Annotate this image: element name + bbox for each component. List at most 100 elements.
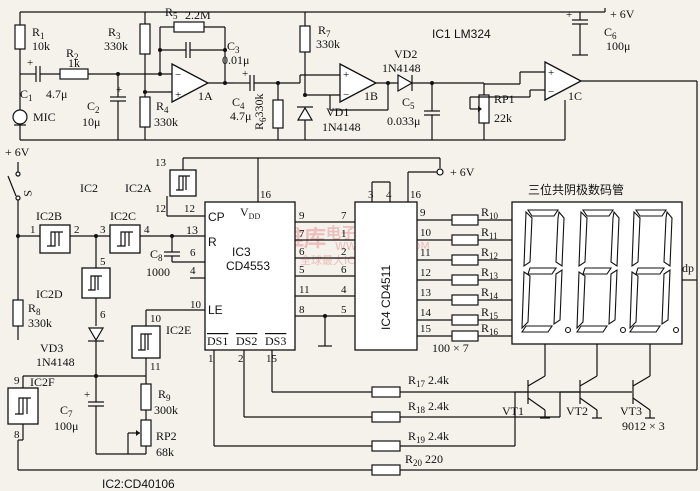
r3-value: 330k [104, 39, 128, 53]
diode-vd1 [296, 106, 314, 140]
r18-label: R18 2.4k [408, 399, 449, 415]
svg-text:16: 16 [410, 189, 422, 201]
supply-top-label: + 6V [610, 7, 635, 21]
vd2-type: 1N4148 [382, 61, 421, 75]
svg-text:2: 2 [74, 224, 80, 236]
svg-text:13: 13 [186, 223, 198, 237]
r3-label: R3 [108, 25, 121, 41]
resistor-r17 [271, 350, 632, 398]
svg-text:14: 14 [420, 307, 432, 319]
r-array-label: 100 × 7 [432, 341, 469, 355]
c3-label: C3 [227, 39, 240, 55]
display-title: 三位共阴极数码管 [528, 182, 624, 197]
svg-text:R12: R12 [481, 245, 498, 261]
ic3-cd4553 [204, 201, 296, 351]
opamp-1b-label: 1B [364, 89, 378, 103]
resistor-r18 [243, 350, 580, 423]
svg-text:R13: R13 [481, 265, 499, 281]
r1-label: R1 [32, 25, 45, 41]
rp2-label: RP2 [156, 429, 177, 443]
r9-value: 300k [154, 403, 178, 417]
svg-text:+: + [566, 9, 572, 21]
svg-text:1: 1 [208, 353, 214, 365]
svg-text:12: 12 [155, 203, 166, 215]
svg-text:2: 2 [341, 246, 347, 258]
ic2e-label: IC2E [166, 323, 191, 337]
ic2c-label: IC2C [110, 209, 136, 223]
capacitor-c3 [160, 42, 225, 58]
r7-value: 330k [316, 37, 340, 51]
ic3-r: R [208, 235, 217, 249]
r4-label: R4 [156, 99, 169, 115]
r4-value: 330k [154, 115, 178, 129]
svg-text:9: 9 [420, 207, 426, 219]
svg-text:+: + [242, 68, 248, 80]
vt3-label: VT3 [620, 404, 642, 418]
svg-text:7: 7 [299, 228, 305, 240]
r6-label: R6330k [252, 93, 268, 130]
resistor-r9 [140, 383, 152, 420]
svg-text:−: − [175, 69, 181, 81]
r2-value: 1k [68, 56, 80, 70]
dp-label: dp [682, 261, 694, 275]
seven-segment-display [511, 201, 683, 345]
r17-label: R17 2.4k [408, 373, 449, 389]
supply-mid-label: + 6V [450, 165, 475, 179]
svg-text:10: 10 [190, 299, 202, 311]
svg-text:13: 13 [155, 157, 167, 169]
opamp-1a-label: 1A [198, 89, 213, 103]
r2-label: R2 [66, 46, 79, 62]
svg-text:6: 6 [299, 246, 305, 258]
opamp-1a [118, 62, 235, 104]
svg-text:4: 4 [190, 265, 196, 277]
svg-text:1: 1 [30, 224, 36, 236]
svg-text:R11: R11 [481, 225, 498, 241]
ic3-ds3: DS3 [265, 334, 286, 348]
potentiometer-rp1 [440, 82, 530, 140]
resistor-r3 [139, 12, 151, 97]
resistor-r19 [213, 350, 528, 452]
ic3-cp: CP [208, 210, 225, 224]
c2-value: 10μ [82, 115, 100, 129]
r9-label: R9 [158, 387, 171, 403]
capacitor-c8 [164, 236, 205, 263]
schmitt-ic2d [81, 267, 111, 299]
svg-text:4: 4 [386, 189, 392, 201]
capacitor-c1 [20, 66, 60, 82]
ic1-label: IC1 LM324 [432, 27, 491, 41]
ic3-ic4-bus [295, 221, 355, 347]
c3-value: 0.01μ [222, 53, 249, 67]
svg-text:6: 6 [190, 247, 196, 259]
vd1-type: 1N4148 [322, 120, 361, 134]
r7-label: R7 [318, 23, 331, 39]
c1-value: 4.7μ [46, 87, 67, 101]
ic2f-label: IC2F [30, 375, 55, 389]
vd2-label: VD2 [394, 47, 417, 61]
schmitt-ic2c [109, 224, 141, 254]
vd3-type: 1N4148 [36, 355, 75, 369]
svg-text:10: 10 [420, 227, 432, 239]
switch-label: S [21, 190, 35, 197]
capacitor-c2 [110, 74, 126, 125]
ic4-label: IC4 CD4511 [379, 265, 393, 330]
r8-label: R8 [28, 301, 41, 317]
svg-text:2: 2 [238, 353, 244, 365]
svg-text:9: 9 [299, 210, 305, 222]
svg-text:3: 3 [368, 189, 374, 201]
svg-text:−: − [343, 89, 349, 101]
svg-text:+: + [175, 89, 181, 101]
ic3-name: IC3 [232, 245, 251, 259]
svg-text:R16: R16 [481, 321, 499, 337]
opamp-1c [484, 60, 583, 102]
svg-text:+: + [548, 67, 554, 79]
svg-text:10: 10 [150, 313, 162, 325]
c4-value: 4.7μ [230, 109, 251, 123]
r1-value: 10k [32, 39, 50, 53]
c1-label: C1 [20, 87, 33, 103]
opamp-1c-label: 1C [568, 89, 582, 103]
resistor-r6 [272, 83, 284, 140]
svg-text:R14: R14 [481, 285, 499, 301]
svg-text:5: 5 [100, 256, 106, 268]
svg-text:+: + [116, 84, 122, 96]
